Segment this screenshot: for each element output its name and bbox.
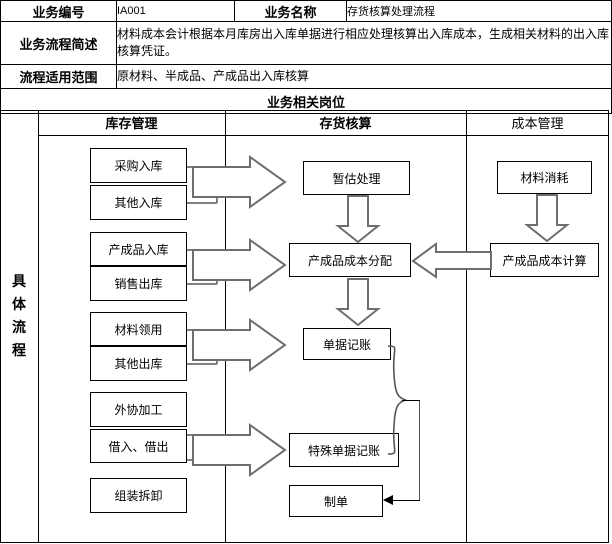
box-other-receipt[interactable]: 其他入库 xyxy=(90,185,187,220)
connector-sales-issue xyxy=(187,283,217,285)
process-info-table: 业务编号 IA001 业务名称 存货核算处理流程 业务流程简述 材料成本会计根据… xyxy=(0,0,612,114)
col-header-inventory-accounting: 存货核算 xyxy=(319,116,372,131)
diagram-frame xyxy=(0,110,609,543)
label-business-name: 业务名称 xyxy=(234,0,347,22)
box-finished-goods-receipt[interactable]: 产成品入库 xyxy=(90,232,187,266)
block-arrow-to-provisional-estimate xyxy=(192,155,288,215)
row-label-char-2: 体 xyxy=(12,296,26,312)
value-business-code: IA001 xyxy=(116,0,235,22)
box-material-consumption[interactable]: 材料消耗 xyxy=(497,161,592,194)
box-voucher-generation[interactable]: 制单 xyxy=(289,485,383,517)
connector-vertical-to-voucher xyxy=(389,500,420,501)
info-row-scope: 流程适用范围 原材料、半成品、产成品出入库核算 xyxy=(0,64,612,89)
label-process-scope: 流程适用范围 xyxy=(0,64,117,89)
connector-brace-to-voucher-vertical xyxy=(419,400,420,500)
box-document-posting[interactable]: 单据记账 xyxy=(303,328,391,360)
label-process-summary: 业务流程简述 xyxy=(0,21,117,65)
block-arrow-calculation-to-allocation xyxy=(411,242,493,279)
header-underline xyxy=(38,135,609,136)
row-label-char-4: 程 xyxy=(12,342,26,358)
box-purchase-receipt[interactable]: 采购入库 xyxy=(90,148,187,183)
divider-col2-col3 xyxy=(466,110,467,543)
row-label-char-3: 流 xyxy=(12,319,26,335)
divider-label-column xyxy=(38,110,39,543)
connector-brace-to-vertical xyxy=(402,400,420,401)
row-label-detailed-process: 具 体 流 程 xyxy=(4,270,34,362)
box-provisional-estimate[interactable]: 暂估处理 xyxy=(303,161,410,195)
block-arrow-consumption-to-calculation xyxy=(524,194,570,243)
connector-other-receipt xyxy=(187,202,217,204)
col-header-cost-management: 成本管理 xyxy=(511,116,564,131)
box-finished-goods-cost-calculation[interactable]: 产成品成本计算 xyxy=(490,243,599,277)
box-outsourced-processing[interactable]: 外协加工 xyxy=(90,392,187,427)
value-process-summary: 材料成本会计根据本月库房出入库单据进行相应处理核算出入库成本，生成相关材料的出入… xyxy=(116,21,612,65)
block-arrow-estimate-to-allocation xyxy=(335,195,381,244)
block-arrow-to-cost-allocation xyxy=(192,238,288,298)
box-borrow-lend[interactable]: 借入、借出 xyxy=(90,429,187,463)
divider-col1-col2 xyxy=(225,110,226,543)
block-arrow-to-document-posting xyxy=(192,318,288,378)
arrowhead-to-voucher-generation xyxy=(381,494,395,508)
info-row-banner: 业务相关岗位 xyxy=(0,88,612,114)
label-business-code: 业务编号 xyxy=(0,0,117,22)
box-other-issue[interactable]: 其他出库 xyxy=(90,346,187,381)
box-special-document-posting[interactable]: 特殊单据记账 xyxy=(289,433,399,467)
box-finished-goods-cost-allocation[interactable]: 产成品成本分配 xyxy=(289,243,411,277)
box-assembly-disassembly[interactable]: 组装拆卸 xyxy=(90,478,187,513)
info-row-code: 业务编号 IA001 业务名称 存货核算处理流程 xyxy=(0,0,612,22)
col-header-inventory-management: 库存管理 xyxy=(105,116,158,131)
value-business-name: 存货核算处理流程 xyxy=(346,0,612,22)
block-arrow-to-special-document-posting xyxy=(192,423,288,483)
connector-other-issue xyxy=(187,363,217,365)
box-material-requisition[interactable]: 材料领用 xyxy=(90,312,187,346)
box-sales-issue[interactable]: 销售出库 xyxy=(90,266,187,301)
info-row-summary: 业务流程简述 材料成本会计根据本月库房出入库单据进行相应处理核算出入库成本，生成… xyxy=(0,21,612,65)
value-process-scope: 原材料、半成品、产成品出入库核算 xyxy=(116,64,612,89)
block-arrow-allocation-to-posting xyxy=(335,278,381,327)
banner-related-positions: 业务相关岗位 xyxy=(0,88,612,114)
row-label-char-1: 具 xyxy=(12,273,26,289)
